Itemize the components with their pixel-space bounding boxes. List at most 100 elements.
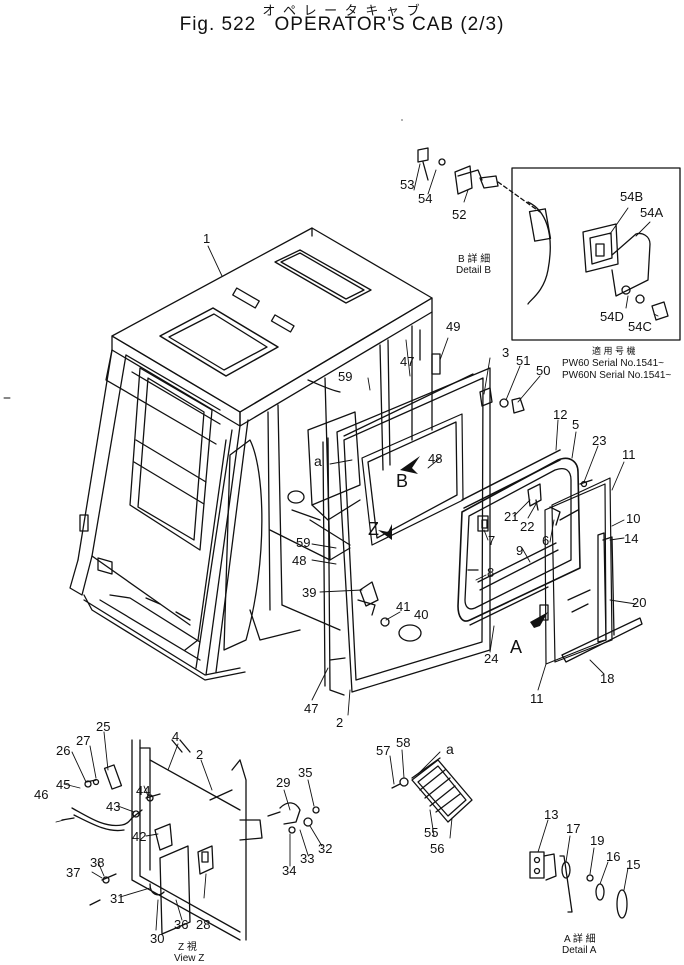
japanese-title: オ ペ レ ー タ キ ャ ブ [262,3,422,18]
part-label-11: 11 [530,691,544,706]
part-label-46: 46 [34,787,49,802]
part-label-47: 47 [400,354,415,369]
detail-a-group [529,851,628,919]
arrow-z [378,524,392,540]
part-label-15: 15 [626,857,641,872]
part-label-33: 33 [300,851,315,866]
marker-z: Z [368,519,379,539]
part-label-18: 18 [600,671,615,686]
part-label-52: 52 [452,207,467,222]
part-label-5: 5 [572,417,580,432]
part-label-53: 53 [400,177,415,192]
part-label-25: 25 [96,719,111,734]
part-label-29: 29 [276,775,291,790]
view-arrows [378,456,548,628]
cab-body [69,227,433,681]
marker-a-arrow: A [510,637,523,657]
marker-a-net: a [446,741,454,757]
part-label-30: 30 [150,931,165,946]
applicable-jp: 適 用 号 機 [592,346,636,356]
part-label-9: 9 [516,543,524,558]
part-label-19: 19 [590,833,605,848]
part-label-1: 1 [203,231,211,246]
sliding-window-assembly [431,353,643,665]
marker-b: B [396,471,409,491]
detail-b-box [511,167,681,341]
part-label-45: 45 [56,777,71,792]
part-label-57: 57 [376,743,391,758]
part-label-54a: 54A [640,205,664,220]
part-label-39: 39 [302,585,317,600]
view-z-caption: View Z [174,953,205,964]
view-z-jp: Z 視 [178,942,197,953]
part-label-20: 20 [632,595,647,610]
part-label-43: 43 [106,799,121,814]
serial-pw60: PW60 Serial No.1541~ [562,358,665,369]
detail-b-jp: B 詳 細 [458,254,491,265]
part-label-51: 51 [516,353,531,368]
part-label-11: 11 [622,447,636,462]
part-label-54c: 54C [628,319,652,334]
view-z-assembly [61,739,320,941]
part-label-32: 32 [318,841,333,856]
part-label-37: 37 [66,865,81,880]
figure-title: Fig. 522 OPERATOR'S CAB (2/3) [0,14,684,36]
part-label-56: 56 [430,841,445,856]
part-label-7: 7 [488,533,496,548]
part-label-59: 59 [338,369,353,384]
detail-a-jp: A 詳 細 [564,934,596,945]
part-label-6: 6 [542,533,550,548]
part-label-23: 23 [592,433,607,448]
arrow-b [400,456,420,474]
part-label-50: 50 [536,363,551,378]
part-label-44: 44 [136,783,151,798]
part-label-41: 41 [396,599,411,614]
detail-b-caption: Detail B [456,265,492,276]
arrow-a [530,612,548,628]
part-label-28: 28 [196,917,211,932]
part-label-31: 31 [110,891,125,906]
part-label-35: 35 [298,765,313,780]
part-label-13: 13 [544,807,559,822]
part-label-42: 42 [132,829,147,844]
part-label-47: 47 [304,701,319,716]
net-cover-group [391,757,473,823]
part-label-54d: 54D [600,309,624,324]
part-label-4: 4 [172,729,180,744]
part-label-26: 26 [56,743,71,758]
part-label-54: 54 [418,191,433,206]
part-label-22: 22 [520,519,535,534]
part-label-10: 10 [626,511,641,526]
part-label-2: 2 [336,715,344,730]
part-label-49: 49 [446,319,461,334]
part-label-3: 3 [502,345,510,360]
door-panel [322,367,491,696]
part-label-8: 8 [487,565,495,580]
part-label-2: 2 [196,747,204,762]
part-label-48: 48 [428,451,443,466]
part-label-58: 58 [396,735,411,750]
serial-pw60n: PW60N Serial No.1541~ [562,370,672,381]
marker-a-door: a [314,453,322,469]
figure-caption: OPERATOR'S CAB (2/3) [274,14,505,35]
part-label-40: 40 [414,607,429,622]
part-label-14: 14 [624,531,639,546]
detail-a-caption: Detail A [562,945,597,956]
part-label-59: 59 [296,535,311,550]
part-label-36: 36 [174,917,189,932]
part-label-55: 55 [424,825,439,840]
hinge-bracket-group [401,119,541,213]
part-label-21: 21 [504,509,519,524]
figure-number: Fig. 522 [179,14,257,35]
part-label-34: 34 [282,863,297,878]
part-label-17: 17 [566,821,581,836]
part-label-27: 27 [76,733,91,748]
leader-lines [3,163,659,931]
part-label-48: 48 [292,553,307,568]
part-label-24: 24 [484,651,499,666]
part-label-12: 12 [553,407,568,422]
part-label-16: 16 [606,849,621,864]
part-label-38: 38 [90,855,105,870]
